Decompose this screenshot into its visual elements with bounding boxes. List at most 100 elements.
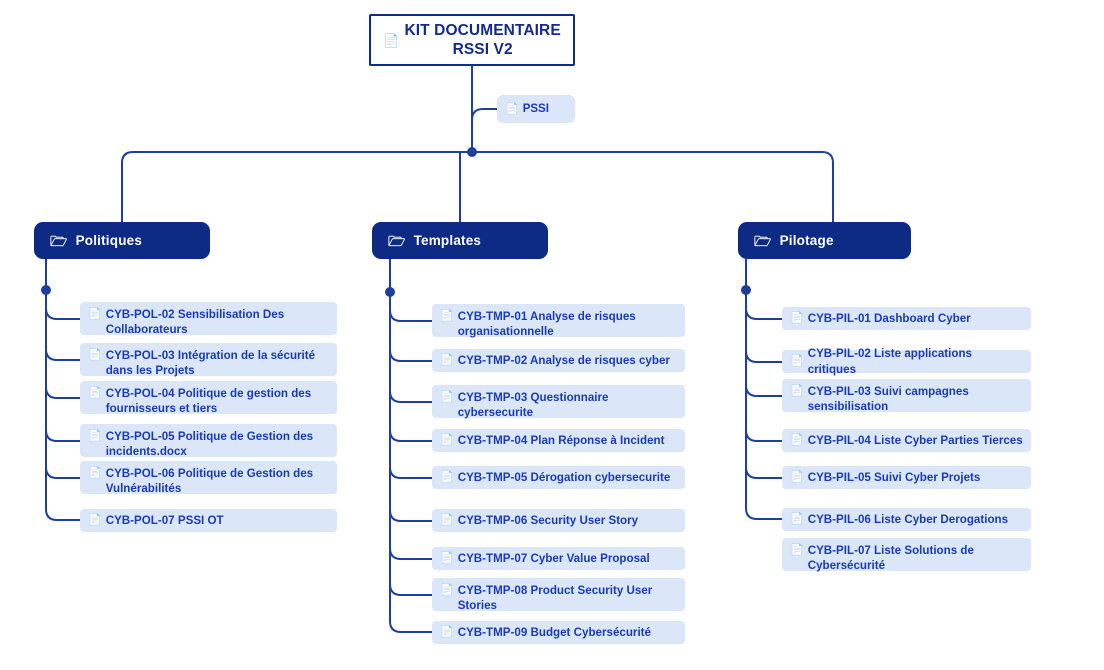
leaf-node[interactable]: 📄 CYB-POL-04 Politique de gestion des fo… [80, 381, 337, 416]
leaf-label: CYB-TMP-05 Dérogation cybersecurite [457, 470, 671, 484]
leaf-node[interactable]: 📄 CYB-TMP-02 Analyse de risques cyber [432, 349, 685, 372]
edge-tmp-9 [389, 620, 432, 633]
junction-dot-root [467, 147, 477, 157]
edge-tmp-5 [389, 466, 432, 479]
document-icon: 📄 [440, 354, 454, 367]
junction-dot-templates [385, 287, 395, 297]
leaf-node[interactable]: 📄 CYB-TMP-03 Questionnaire cybersecurite [432, 385, 685, 420]
folder-icon: 🗁 [388, 232, 406, 249]
leaf-label: CYB-POL-02 Sensibilisation Des Collabora… [105, 308, 285, 337]
junction-dot-politiques [41, 285, 51, 295]
leaf-node[interactable]: 📄 CYB-PIL-04 Liste Cyber Parties Tierces [782, 429, 1031, 452]
leaf-label: CYB-PIL-02 Liste applications critiques [807, 347, 972, 376]
document-icon: 📄 [88, 349, 102, 361]
edge-pol-5 [45, 466, 80, 479]
edge-tmp-6 [389, 509, 432, 522]
leaf-label: CYB-TMP-03 Questionnaire cybersecurite [457, 391, 609, 420]
leaf-node[interactable]: 📄 CYB-PIL-01 Dashboard Cyber [782, 307, 1031, 330]
branch-header-templates[interactable]: 🗁 Templates [372, 222, 548, 259]
edge-pil-4 [745, 429, 782, 442]
edge-tmp-4 [389, 429, 432, 442]
leaf-node[interactable]: 📄 CYB-PIL-05 Suivi Cyber Projets [782, 466, 1031, 489]
document-icon: 📄 [505, 102, 519, 115]
document-icon: 📄 [383, 32, 400, 48]
leaf-node[interactable]: 📄 CYB-TMP-05 Dérogation cybersecurite [432, 466, 685, 489]
edge-trunk-horizontal [121, 151, 834, 222]
folder-icon: 🗁 [50, 232, 68, 249]
edge-pol-3 [45, 386, 80, 399]
document-icon: 📄 [440, 552, 454, 565]
junction-dot-pilotage [741, 285, 751, 295]
leaf-label: CYB-POL-05 Politique de Gestion des inci… [105, 430, 314, 459]
folder-icon: 🗁 [754, 232, 772, 249]
edge-tmp-8 [389, 583, 432, 596]
leaf-node[interactable]: 📄 CYB-POL-02 Sensibilisation Des Collabo… [80, 302, 337, 337]
branch-header-label: Templates [413, 233, 482, 248]
leaf-label: CYB-TMP-02 Analyse de risques cyber [457, 353, 670, 367]
leaf-label: CYB-PIL-03 Suivi campagnes sensibilisati… [807, 385, 969, 414]
leaf-node[interactable]: 📄 CYB-PIL-02 Liste applications critique… [782, 347, 1031, 376]
edge-tmp-7 [389, 547, 432, 560]
document-icon: 📄 [440, 434, 454, 447]
document-icon: 📄 [440, 626, 454, 639]
document-icon: 📄 [440, 584, 454, 596]
leaf-node[interactable]: 📄 CYB-POL-05 Politique de Gestion des in… [80, 424, 337, 459]
leaf-node[interactable]: 📄 CYB-TMP-01 Analyse de risques organisa… [432, 304, 685, 338]
leaf-label: CYB-TMP-09 Budget Cybersécurité [457, 625, 651, 639]
document-icon: 📄 [88, 308, 102, 320]
leaf-node[interactable]: 📄 CYB-PIL-03 Suivi campagnes sensibilisa… [782, 379, 1031, 414]
node-pssi-label: PSSI [522, 103, 549, 115]
leaf-label: CYB-POL-07 PSSI OT [105, 513, 224, 527]
document-icon: 📄 [440, 514, 454, 527]
leaf-node[interactable]: 📄 CYB-POL-07 PSSI OT [80, 509, 337, 532]
document-icon: 📄 [790, 385, 804, 397]
leaf-label: CYB-POL-03 Intégration de la sécurité da… [105, 349, 316, 378]
leaf-label: CYB-TMP-07 Cyber Value Proposal [457, 551, 650, 565]
leaf-node[interactable]: 📄 CYB-TMP-09 Budget Cybersécurité [432, 621, 685, 644]
edge-junction-to-pssi [471, 108, 497, 152]
leaf-label: CYB-TMP-08 Product Security User Stories [457, 584, 653, 613]
document-icon: 📄 [790, 513, 804, 526]
edge-pol-6 [45, 508, 80, 521]
leaf-node[interactable]: 📄 CYB-TMP-07 Cyber Value Proposal [432, 547, 685, 570]
document-icon: 📄 [440, 471, 454, 484]
leaf-label: CYB-PIL-07 Liste Solutions de Cybersécur… [807, 544, 974, 573]
document-icon: 📄 [790, 544, 804, 556]
document-icon: 📄 [88, 514, 102, 527]
edge-pil-3 [745, 384, 782, 397]
document-icon: 📄 [440, 391, 454, 403]
leaf-label: CYB-PIL-01 Dashboard Cyber [807, 311, 971, 325]
document-icon: 📄 [790, 355, 804, 368]
branch-header-label: Politiques [75, 233, 143, 248]
edge-pol-2 [45, 348, 80, 361]
edge-pil-5 [745, 466, 782, 479]
leaf-node[interactable]: 📄 CYB-PIL-06 Liste Cyber Derogations [782, 508, 1031, 531]
leaf-node[interactable]: 📄 CYB-PIL-07 Liste Solutions de Cyberséc… [782, 538, 1031, 573]
leaf-label: CYB-TMP-04 Plan Réponse à Incident [457, 433, 665, 447]
leaf-label: CYB-PIL-06 Liste Cyber Derogations [807, 512, 1009, 526]
branch-header-politiques[interactable]: 🗁 Politiques [34, 222, 210, 259]
document-icon: 📄 [790, 434, 804, 447]
root-title-line2: RSSI V2 [452, 41, 513, 58]
document-icon: 📄 [790, 471, 804, 484]
document-icon: 📄 [440, 310, 454, 322]
leaf-label: CYB-TMP-06 Security User Story [457, 513, 639, 527]
leaf-node[interactable]: 📄 CYB-TMP-06 Security User Story [432, 509, 685, 532]
leaf-node[interactable]: 📄 CYB-POL-03 Intégration de la sécurité … [80, 343, 337, 378]
edge-pil-6 [745, 507, 782, 520]
edge-pol-4 [45, 429, 80, 442]
branch-header-label: Pilotage [779, 233, 834, 248]
document-icon: 📄 [790, 312, 804, 325]
leaf-label: CYB-POL-04 Politique de gestion des four… [105, 387, 312, 416]
node-pssi[interactable]: 📄 PSSI [497, 95, 575, 123]
leaf-node[interactable]: 📄 CYB-TMP-04 Plan Réponse à Incident [432, 429, 685, 452]
leaf-label: CYB-PIL-04 Liste Cyber Parties Tierces [807, 433, 1023, 447]
leaf-node[interactable]: 📄 CYB-POL-06 Politique de Gestion des Vu… [80, 461, 337, 495]
edge-tmp-2 [389, 349, 432, 362]
branch-header-pilotage[interactable]: 🗁 Pilotage [738, 222, 911, 259]
leaf-node[interactable]: 📄 CYB-TMP-08 Product Security User Stori… [432, 578, 685, 613]
root-node[interactable]: 📄 KIT DOCUMENTAIRE RSSI V2 [369, 14, 575, 66]
edge-tmp-3 [389, 390, 432, 403]
edge-pil-1 [745, 307, 782, 320]
root-title-line1: KIT DOCUMENTAIRE [404, 21, 561, 39]
